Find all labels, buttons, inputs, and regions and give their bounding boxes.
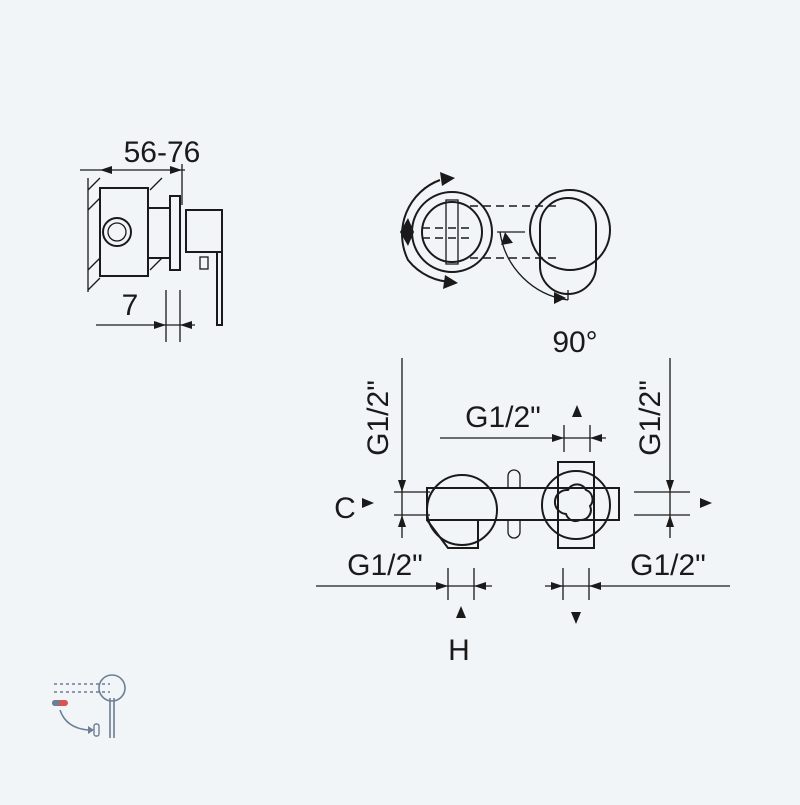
hot-water-mixer-icon bbox=[52, 674, 126, 738]
offset-label: 7 bbox=[122, 289, 139, 322]
wall-hatch bbox=[87, 177, 163, 292]
thread-label-bottom-right: G1/2" bbox=[630, 549, 706, 582]
thread-label-right-vertical: G1/2" bbox=[634, 380, 667, 456]
top-view: 90° bbox=[400, 172, 611, 359]
center-label: C bbox=[334, 492, 356, 525]
thread-label-left-vertical: G1/2" bbox=[362, 380, 395, 456]
thread-label-top: G1/2" bbox=[465, 401, 541, 434]
thread-label-bottom-left: G1/2" bbox=[347, 549, 423, 582]
depth-range-label: 56-76 bbox=[124, 136, 201, 169]
rotation-label: 90° bbox=[552, 326, 597, 359]
side-view: 56-76 7 bbox=[80, 136, 223, 342]
height-label: H bbox=[448, 634, 470, 667]
front-view: G1/2" C G1/2" G1/2" G1/2" bbox=[316, 358, 730, 667]
